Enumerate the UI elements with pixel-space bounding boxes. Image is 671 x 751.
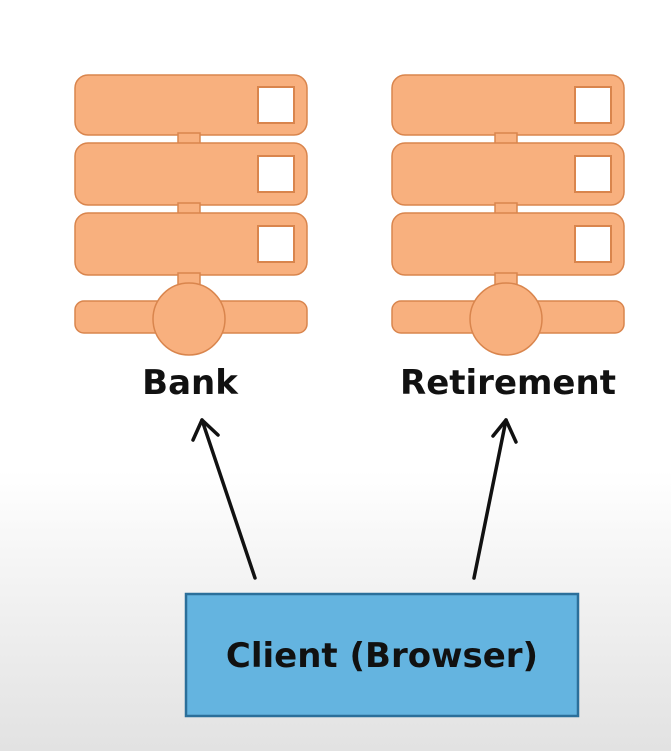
- client-box: [184, 592, 580, 718]
- server-base-hub: [469, 282, 543, 356]
- server-slot-icon: [257, 155, 295, 193]
- server-slot-icon: [574, 155, 612, 193]
- arrow-client-to-retirement: [472, 418, 518, 580]
- client-node: Client (Browser): [184, 592, 580, 718]
- bank-label: Bank: [142, 363, 239, 403]
- server-slot-icon: [257, 225, 295, 263]
- client-label: Client (Browser): [226, 636, 538, 676]
- retirement-server-icon: [391, 74, 625, 356]
- server-base-hub: [152, 282, 226, 356]
- server-slot-icon: [574, 225, 612, 263]
- retirement-label: Retirement: [400, 363, 616, 403]
- server-slot-icon: [574, 86, 612, 124]
- server-slot-icon: [257, 86, 295, 124]
- bank-server-icon: [74, 74, 308, 356]
- arrow-client-to-bank: [191, 418, 257, 580]
